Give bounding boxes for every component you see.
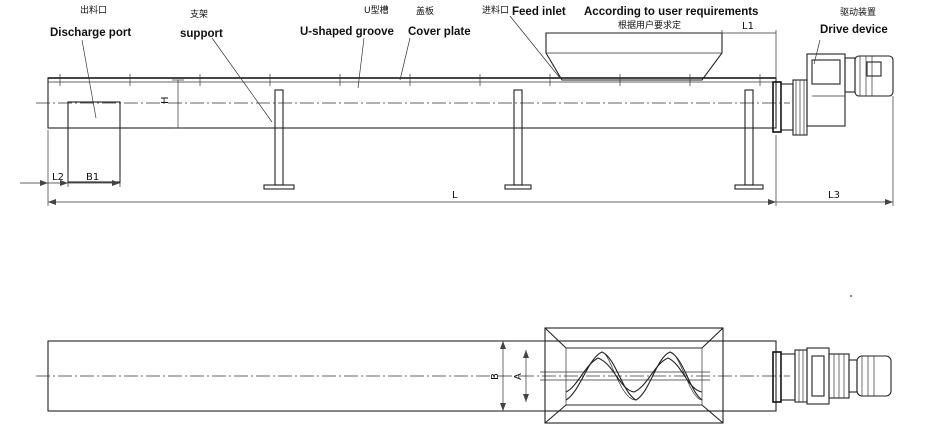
feed-inlet-hopper [545,32,723,81]
top-view: B A [36,327,892,424]
label-feed-cn: 进料口 [482,4,509,16]
support-2 [504,89,532,190]
label-discharge-cn: 出料口 [80,4,107,16]
drive-device [772,53,894,136]
dim-label-l2: L2 [52,172,64,183]
label-support-en: support [180,28,223,40]
dim-h: H [160,79,184,129]
label-discharge-en: Discharge port [50,27,131,39]
drive-device-top [772,347,892,405]
screw-flight [540,351,710,401]
dim-label-b: B [490,373,501,380]
dim-label-h: H [160,96,171,104]
dim-label-l3: L3 [828,190,840,201]
label-user-req-cn: 根据用户要求定 [618,19,681,31]
dim-label-b1: B1 [86,172,99,183]
label-u-groove-cn: U型槽 [364,4,389,16]
stray-dot [850,295,852,297]
label-support-cn: 支架 [190,8,208,20]
dim-label-l1: L1 [742,21,754,32]
label-feed-en: Feed inlet [512,6,566,18]
dim-label-l: L [452,190,458,201]
label-drive-cn: 驱动装置 [840,6,876,18]
label-cover-en: Cover plate [408,26,471,38]
discharge-port-outlet [67,101,121,183]
dim-a-b: B A [490,340,545,412]
dim-l1: L1 [721,21,777,80]
support-1 [263,89,295,190]
label-drive-en: Drive device [820,24,888,36]
support-3 [734,89,764,190]
dim-l3: L3 [776,96,894,206]
feed-inlet-frame [544,327,724,424]
dim-l: L [47,130,777,206]
leader-lines [81,15,821,123]
label-user-req-en: According to user requirements [584,6,758,18]
label-u-groove-en: U-shaped groove [300,26,394,38]
dim-label-a: A [513,373,524,380]
dim-l2-b1: L2 B1 [20,170,121,187]
label-cover-cn: 盖板 [416,5,434,17]
side-view: H L L3 L1 L2 [20,4,894,206]
